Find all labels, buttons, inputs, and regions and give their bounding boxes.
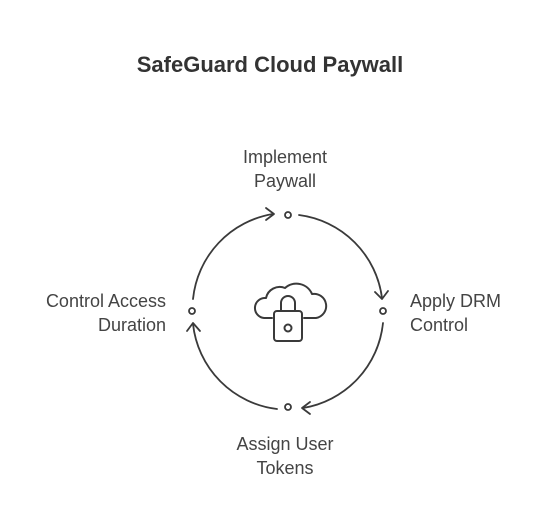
step-control-access-duration: Control Access Duration [10, 289, 166, 337]
step-assign-user-tokens: Assign User Tokens [185, 432, 385, 480]
arrowhead-icon [374, 290, 389, 300]
arrowhead-icon [186, 322, 201, 332]
step-label-line2: Paywall [253, 171, 317, 191]
step-label-line1: Implement [242, 147, 328, 167]
step-label-line2: Tokens [256, 458, 314, 478]
step-label-line2: Control [410, 315, 469, 335]
cloud-lock-icon [254, 282, 328, 342]
step-label-line2: Duration [97, 315, 166, 335]
arrowhead-icon [265, 207, 275, 221]
arc-top-to-right [298, 214, 383, 299]
arc-right-to-bottom [302, 322, 384, 409]
step-label-line1: Control Access [45, 291, 166, 311]
node-top [284, 211, 292, 219]
step-implement-paywall: Implement Paywall [185, 145, 385, 193]
step-apply-drm-control: Apply DRM Control [410, 289, 535, 337]
arrowhead-icon [301, 401, 311, 415]
node-bottom [284, 403, 292, 411]
node-left [188, 307, 196, 315]
arc-left-to-top [192, 213, 274, 300]
node-right [379, 307, 387, 315]
step-label-line1: Apply DRM [410, 291, 502, 311]
step-label-line1: Assign User [236, 434, 334, 454]
arc-bottom-to-left [192, 323, 278, 410]
diagram-title: SafeGuard Cloud Paywall [136, 52, 404, 77]
